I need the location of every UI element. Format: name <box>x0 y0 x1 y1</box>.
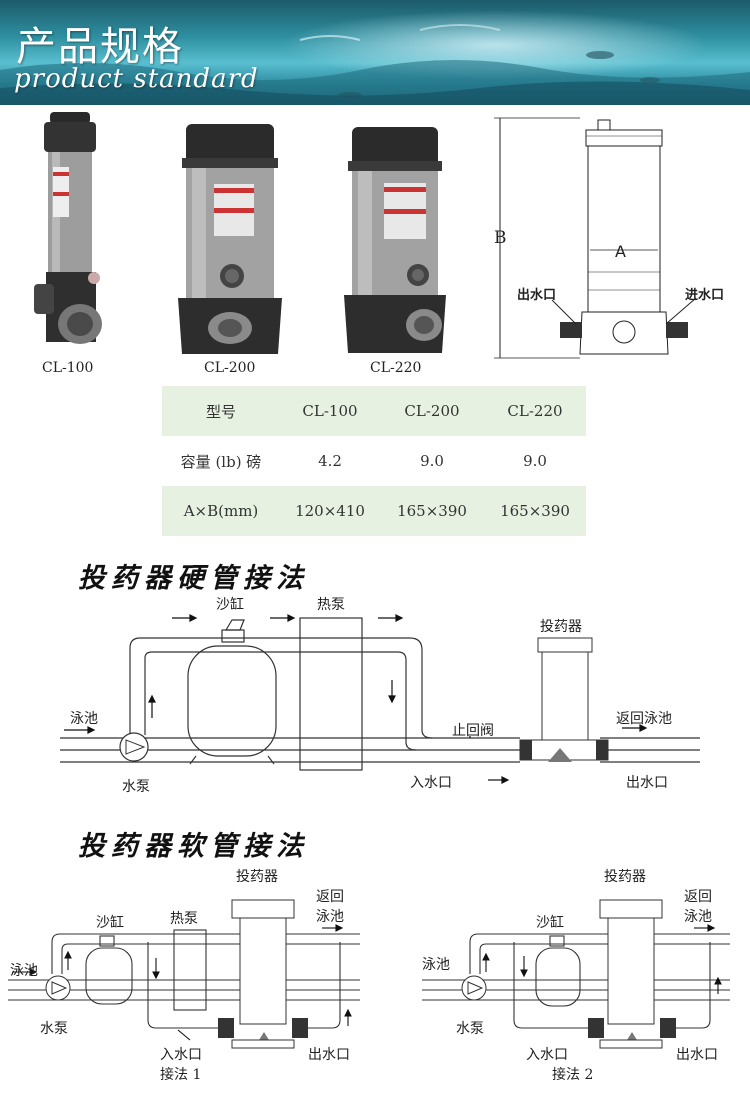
table-cell: CL-100 <box>280 386 380 436</box>
dimension-drawing <box>494 117 697 359</box>
table-cell: 4.2 <box>318 452 342 470</box>
table-row: 容量 (lb) 磅 4.2 9.0 9.0 <box>162 436 586 486</box>
label-heat-pump: 热泵 <box>170 911 198 927</box>
product-caption: CL-220 <box>370 360 422 376</box>
banner-water-decoration <box>0 24 750 105</box>
section-title-hard-pipe: 投药器硬管接法 <box>78 563 309 594</box>
product-image-cl-200 <box>178 124 282 354</box>
label-outlet: 出水口 <box>308 1047 350 1063</box>
label-water-pump: 水泵 <box>122 779 150 795</box>
label-inlet: 入水口 <box>410 775 452 791</box>
label-return: 返回 <box>684 889 712 905</box>
label-heat-pump: 热泵 <box>317 597 345 613</box>
product-image-cl-220 <box>344 127 446 353</box>
outlet-label: 出水口 <box>517 288 557 303</box>
table-cell: 165×390 <box>484 486 586 536</box>
soft-pipe-diagram-method-1 <box>8 899 360 1049</box>
dimension-label-a: A <box>615 242 626 261</box>
label-return-pool: 泳池 <box>684 909 712 925</box>
method-caption-1: 接法 1 <box>160 1067 202 1083</box>
soft-pipe-diagram-method-2 <box>422 899 730 1049</box>
label-return: 返回 <box>316 889 344 905</box>
table-row: A×B(mm) 120×410 165×390 165×390 <box>162 486 586 536</box>
label-sand-tank: 沙缸 <box>216 597 244 613</box>
method-caption-2: 接法 2 <box>552 1067 594 1083</box>
label-inlet: 入水口 <box>526 1047 568 1063</box>
table-cell: CL-200 <box>380 386 484 436</box>
label-sand-tank: 沙缸 <box>96 915 124 931</box>
product-caption: CL-100 <box>42 360 94 376</box>
hard-pipe-diagram <box>60 614 700 784</box>
label-water-pump: 水泵 <box>40 1021 68 1037</box>
table-cell: 9.0 <box>523 452 547 470</box>
label-outlet: 出水口 <box>626 775 668 791</box>
label-inlet: 入水口 <box>160 1047 202 1063</box>
banner-title: 产品规格 <box>16 24 184 70</box>
table-cell: 120×410 <box>280 486 380 536</box>
label-sand-tank: 沙缸 <box>536 915 564 931</box>
spec-table: 型号 CL-100 CL-200 CL-220 容量 (lb) 磅 4.2 9.… <box>162 386 586 536</box>
product-image-cl-100 <box>34 112 102 344</box>
label-pool: 泳池 <box>10 963 38 979</box>
product-caption: CL-200 <box>204 360 256 376</box>
section-title-soft-pipe: 投药器软管接法 <box>78 831 309 862</box>
banner-subtitle: product standard <box>14 64 259 94</box>
label-pool: 泳池 <box>422 957 450 973</box>
table-cell: 型号 <box>162 386 280 436</box>
label-return-pool: 返回泳池 <box>616 711 672 727</box>
label-return-pool: 泳池 <box>316 909 344 925</box>
table-cell: 9.0 <box>420 452 444 470</box>
label-outlet: 出水口 <box>676 1047 718 1063</box>
label-pool: 泳池 <box>70 711 98 727</box>
label-feeder: 投药器 <box>604 869 646 885</box>
table-cell: 165×390 <box>380 486 484 536</box>
label-water-pump: 水泵 <box>456 1021 484 1037</box>
table-cell: A×B(mm) <box>162 486 280 536</box>
inlet-label: 进水口 <box>685 288 725 303</box>
table-cell: 容量 (lb) 磅 <box>180 452 262 471</box>
label-feeder: 投药器 <box>540 619 582 635</box>
label-feeder: 投药器 <box>236 869 278 885</box>
label-check-valve: 止回阀 <box>452 723 494 739</box>
table-cell: CL-220 <box>484 386 586 436</box>
header-banner: 产品规格 product standard <box>0 0 750 105</box>
table-row: 型号 CL-100 CL-200 CL-220 <box>162 386 586 436</box>
dimension-label-b: B <box>494 228 507 248</box>
